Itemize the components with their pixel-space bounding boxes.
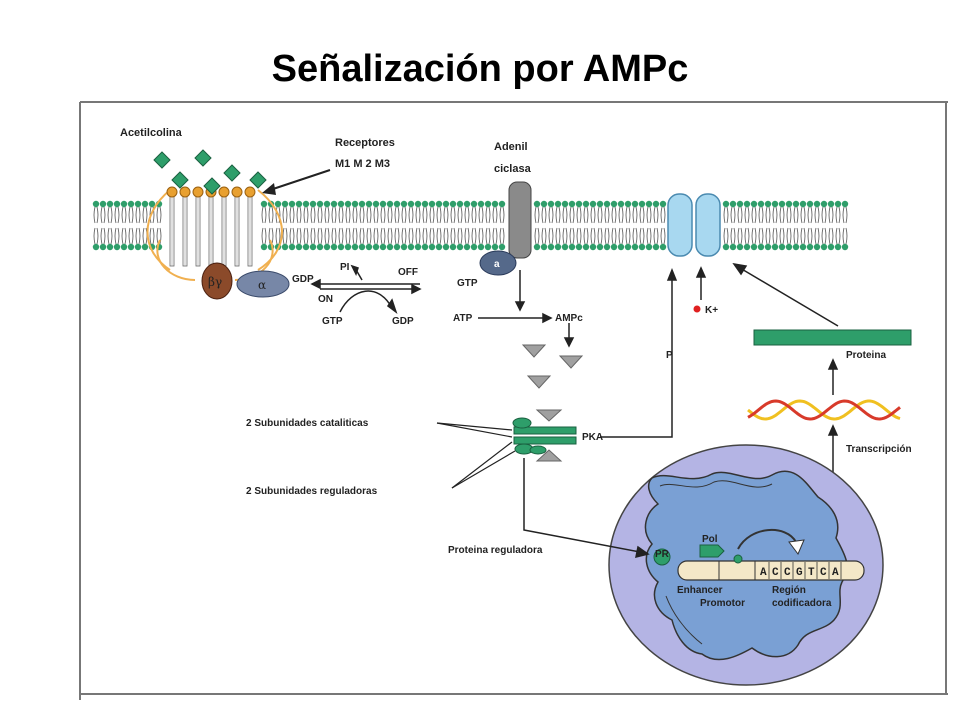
phosphate-label: P xyxy=(666,350,673,361)
receptor-types-label: M1 M 2 M3 xyxy=(335,158,390,170)
beta-gamma-label: βγ xyxy=(208,275,222,289)
transcription-label: Transcripción xyxy=(846,444,912,455)
acetylcholine-label: Acetilcolina xyxy=(120,127,183,139)
page-title: Señalización por AMPc xyxy=(271,48,689,90)
gdp-bottom-label: GDP xyxy=(392,316,414,327)
g-protein: βγ α xyxy=(201,262,290,300)
promoter-label: Promotor xyxy=(700,598,745,609)
cyclase-a-label: a xyxy=(494,259,500,270)
cyclase-gtp-label: GTP xyxy=(457,278,478,289)
ampc-label: AMPc xyxy=(555,313,583,324)
atp-label: ATP xyxy=(453,313,473,324)
cyclase-label: ciclasa xyxy=(494,163,532,175)
transcription-factor xyxy=(653,544,743,566)
protein-label: Proteina xyxy=(846,350,886,361)
pi-label: PI xyxy=(340,262,350,273)
gtp-cycle-arrows xyxy=(310,264,422,315)
adenylyl-label: Adenil xyxy=(494,141,528,153)
polymerase-label: Pol xyxy=(702,534,718,545)
regulatory-protein-arrow xyxy=(523,458,650,559)
potassium-channel xyxy=(667,193,721,257)
camp-molecules xyxy=(521,344,584,389)
galpha-on-cyclase xyxy=(479,250,517,276)
translation-arrow xyxy=(827,358,839,395)
enhancer-label: Enhancer xyxy=(677,585,723,596)
dna-base: C xyxy=(772,567,779,579)
coding-region-label: Región xyxy=(772,585,806,596)
potassium-label: K+ xyxy=(705,305,718,316)
on-label: ON xyxy=(318,294,333,305)
dna-base: T xyxy=(808,567,815,579)
alpha-label: α xyxy=(258,278,266,292)
receptor-pointer-arrow xyxy=(262,169,331,195)
polymerase-movement-arrow xyxy=(737,529,805,555)
pr-label: PR xyxy=(655,549,670,560)
acetylcholine-molecules xyxy=(153,149,267,195)
catalytic-subunits-label: 2 Subunidades cataliticas xyxy=(246,418,369,429)
regulatory-subunits-label: 2 Subunidades reguladoras xyxy=(246,486,378,497)
mrna-strand xyxy=(747,399,901,421)
figure-frame xyxy=(79,101,948,700)
dna-base: A xyxy=(832,567,839,579)
potassium-arrow xyxy=(695,266,707,300)
coding-region-label-2: codificadora xyxy=(772,598,832,609)
dna-base: A xyxy=(760,567,767,579)
gtp-bottom-label: GTP xyxy=(322,316,343,327)
pka-complex xyxy=(512,409,577,462)
receptors-label: Receptores xyxy=(335,137,395,149)
dna-base: C xyxy=(820,567,827,579)
off-label: OFF xyxy=(398,267,418,278)
cyclase-arrows xyxy=(478,270,575,348)
alpha-subunit xyxy=(236,270,290,298)
gdp-top-label: GDP xyxy=(292,274,314,285)
phosphorylation-arrow xyxy=(600,267,678,438)
pka-label: PKA xyxy=(582,432,603,443)
dna-base: C xyxy=(784,567,791,579)
adenylyl-cyclase xyxy=(508,181,532,259)
dna-base: G xyxy=(796,567,803,579)
subunit-leader-lines xyxy=(436,422,516,489)
cell-membrane xyxy=(92,200,849,251)
beta-gamma-subunit xyxy=(201,262,233,300)
potassium-ion xyxy=(693,305,701,313)
regulatory-protein-label: Proteina reguladora xyxy=(448,545,543,556)
protein-to-channel-arrow xyxy=(732,262,839,327)
synthesized-protein xyxy=(753,329,912,346)
